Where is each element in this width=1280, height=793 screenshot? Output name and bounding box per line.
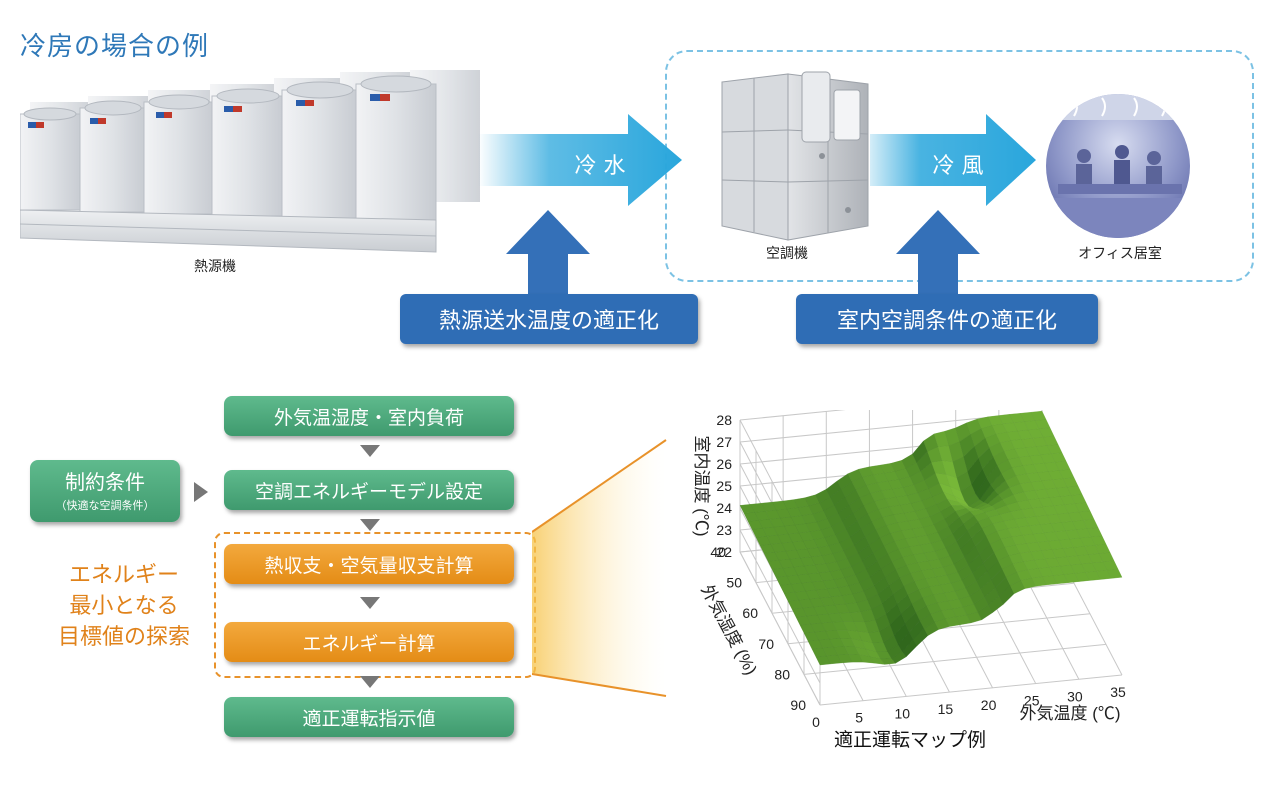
chart-title: 適正運転マップ例 xyxy=(834,729,986,750)
grid-line xyxy=(739,410,846,421)
constraint-sub: （快適な空調条件） xyxy=(55,499,155,512)
constraint-arrow xyxy=(194,482,208,502)
step-arrow-1 xyxy=(360,445,380,457)
search-label-line-1: エネルギー xyxy=(68,563,179,588)
up-arrow-water xyxy=(506,210,590,296)
surface-patch xyxy=(1030,410,1047,421)
x-tick-label: 35 xyxy=(1110,684,1126,700)
y-tick-label: 80 xyxy=(774,666,790,682)
z-tick-label: 22 xyxy=(716,544,732,560)
ahu-label: 空調機 xyxy=(766,246,808,262)
step-heat-balance: 熱収支・空気量収支計算 xyxy=(224,544,514,584)
x-tick-label: 15 xyxy=(938,701,954,717)
y-tick-label: 50 xyxy=(726,575,742,591)
x-tick-label: 20 xyxy=(981,697,997,713)
opt-water-temp-box: 熱源送水温度の適正化 xyxy=(400,294,698,344)
x-axis-label: 外気温度 (℃) xyxy=(1019,704,1120,723)
z-tick-label: 25 xyxy=(716,478,732,494)
office-label: オフィス居室 xyxy=(1078,246,1162,262)
z-tick-label: 28 xyxy=(716,412,732,428)
y-tick-label: 60 xyxy=(742,605,758,621)
up-arrow-indoor xyxy=(896,210,980,296)
constraint-title: 制約条件 xyxy=(65,470,145,494)
x-tick-label: 0 xyxy=(812,714,820,730)
step-optimal-output: 適正運転指示値 xyxy=(224,697,514,737)
z-tick-label: 26 xyxy=(716,456,732,472)
heat-source-label: 熱源機 xyxy=(194,259,236,275)
y-axis-label: 外気湿度 (%) xyxy=(697,582,760,678)
x-tick-label: 30 xyxy=(1067,688,1083,704)
grid-line xyxy=(739,551,821,706)
search-label-line-3: 目標値の探索 xyxy=(57,625,190,650)
ahu-illustration xyxy=(721,71,869,241)
z-tick-label: 23 xyxy=(716,522,732,538)
search-label: エネルギー 最小となる 目標値の探索 xyxy=(40,560,208,653)
opt-indoor-box: 室内空調条件の適正化 xyxy=(796,294,1098,344)
cold-air-label: 冷 風 xyxy=(932,154,984,179)
step-energy-calc: エネルギー計算 xyxy=(224,622,514,662)
cold-water-label: 冷 水 xyxy=(574,154,626,179)
x-tick-label: 5 xyxy=(855,710,863,726)
search-label-line-2: 最小となる xyxy=(69,594,179,619)
office-illustration xyxy=(1046,94,1190,238)
grid-line xyxy=(739,529,821,684)
cold-water-arrow xyxy=(478,114,682,206)
heat-source-illustration xyxy=(20,70,480,253)
x-tick-label: 10 xyxy=(894,705,910,721)
step-arrow-4 xyxy=(360,676,380,688)
grid-line xyxy=(819,674,1123,706)
constraint-box: 制約条件 （快適な空調条件） xyxy=(30,460,180,522)
x-tick-label: 25 xyxy=(1024,693,1040,709)
step-arrow-2 xyxy=(360,519,380,531)
step-arrow-3 xyxy=(360,597,380,609)
y-tick-label: 40 xyxy=(710,544,726,560)
step-energy-model: 空調エネルギーモデル設定 xyxy=(224,470,514,510)
y-tick-label: 70 xyxy=(758,636,774,652)
cold-air-arrow xyxy=(870,114,1036,206)
z-axis-label: 室内温度 (℃) xyxy=(692,435,711,536)
step-outdoor-load: 外気温湿度・室内負荷 xyxy=(224,396,514,436)
page-title: 冷房の場合の例 xyxy=(20,32,210,62)
grid-line xyxy=(803,643,1107,675)
z-tick-label: 24 xyxy=(716,500,732,516)
zoom-connector xyxy=(532,439,667,697)
z-tick-label: 27 xyxy=(716,434,732,450)
y-tick-label: 90 xyxy=(790,697,806,713)
